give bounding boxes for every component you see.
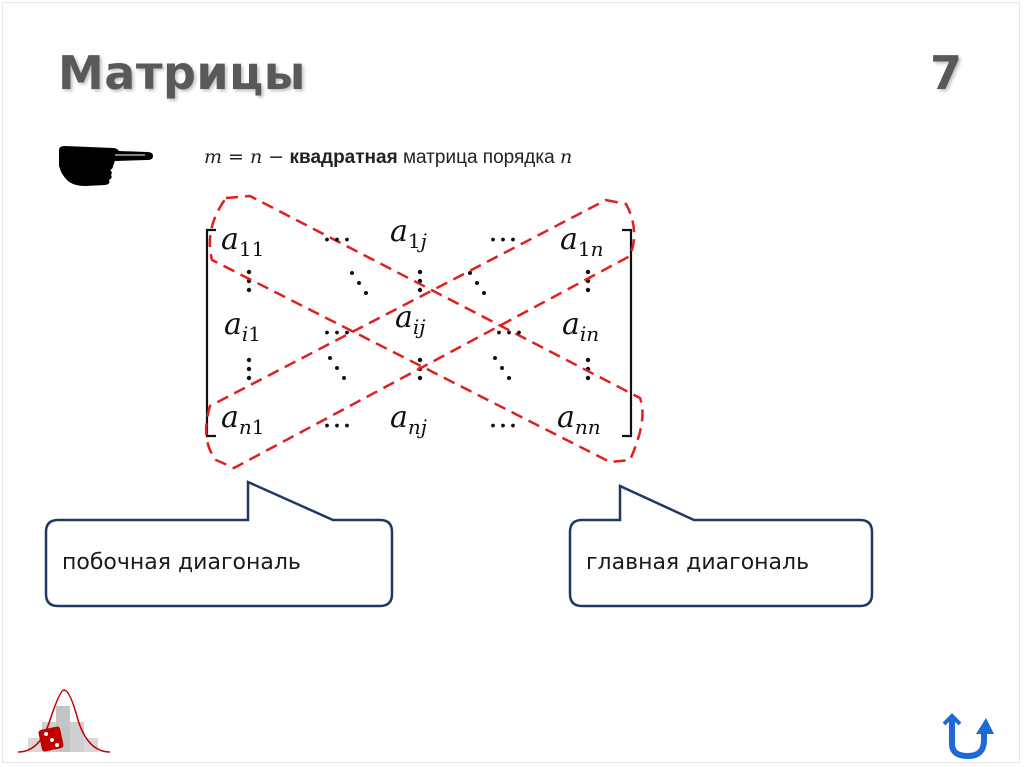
matrix-cell: aij: [395, 300, 426, 339]
matrix-cell: a1j: [390, 214, 427, 253]
matrix-cell: ann: [557, 400, 601, 439]
matrix-cell: an1: [221, 400, 265, 439]
matrix-left-bracket: [205, 228, 216, 438]
diagonal-ellipsis-dots: [328, 271, 511, 380]
secondary-diagonal-callout: [44, 480, 394, 608]
matrix-cell: …: [494, 307, 524, 342]
matrix-cell: …: [488, 400, 518, 435]
matrix-cell: anj: [390, 400, 427, 439]
matrix-cell: ai1: [224, 307, 262, 346]
main-diagonal-highlight: [208, 194, 644, 464]
return-arrow-icon: [942, 713, 994, 760]
definition-rest: матрица порядка: [402, 147, 555, 168]
main-diagonal-label: главная диагональ: [586, 550, 810, 575]
matrix-cell: a1n: [560, 222, 604, 261]
definition-text: m = n − квадратная матрица порядка n: [204, 146, 572, 169]
definition-bold-term: квадратная: [289, 147, 398, 168]
slide-title: Матрицы: [58, 46, 306, 100]
matrix-right-bracket: [622, 228, 633, 438]
normal-distribution-dice-logo: [17, 689, 111, 753]
matrix-cell: a11: [221, 222, 265, 261]
main-diagonal-callout: [568, 484, 874, 608]
matrix-cell: …: [322, 214, 352, 249]
pointing-hand-icon: [59, 146, 153, 186]
definition-lhs: m = n −: [204, 146, 285, 168]
matrix-cell: …: [488, 214, 518, 249]
page-number: 7: [930, 46, 963, 100]
secondary-diagonal-highlight: [204, 198, 636, 470]
matrix-cell: …: [322, 400, 352, 435]
secondary-diagonal-label: побочная диагональ: [62, 550, 301, 575]
matrix-cell: ain: [562, 307, 600, 346]
matrix-cell: …: [322, 307, 352, 342]
definition-var: n: [559, 146, 573, 168]
